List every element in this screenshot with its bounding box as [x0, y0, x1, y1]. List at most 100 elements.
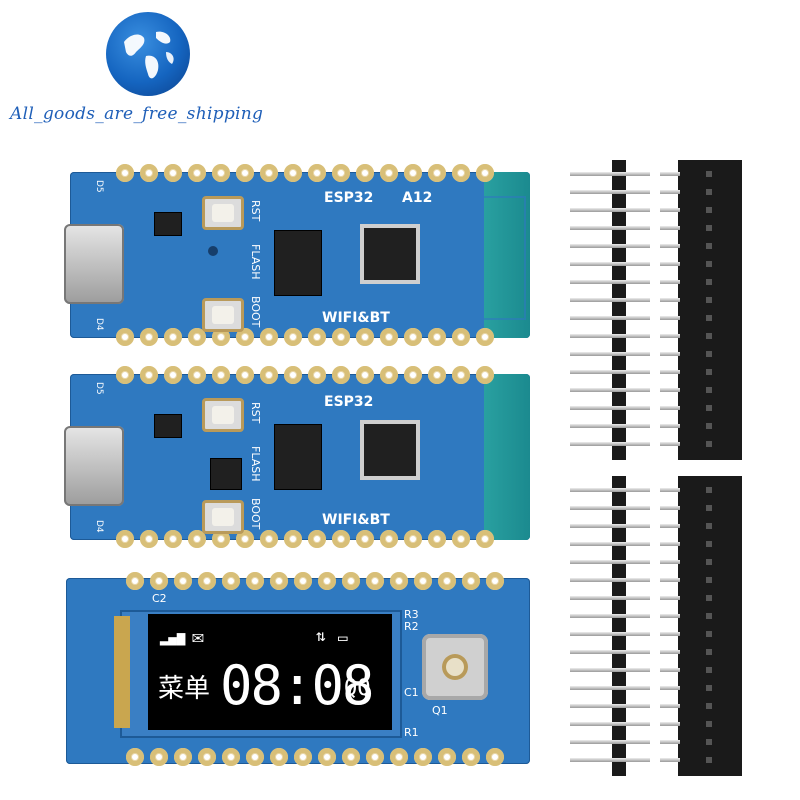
- pin-pad: [414, 748, 432, 766]
- pin-pad: [164, 530, 182, 548]
- pin-pad: [260, 366, 278, 384]
- pin-pad: [308, 328, 326, 346]
- pin-pad: [380, 530, 398, 548]
- pin-pad: [452, 366, 470, 384]
- battery-icon: ▭: [338, 628, 348, 647]
- pin-pad: [380, 328, 398, 346]
- pin-pad: [270, 748, 288, 766]
- header-pin: [570, 704, 650, 708]
- pin-pad: [332, 530, 350, 548]
- label-a12: A12: [402, 190, 433, 206]
- header-pin: [660, 578, 680, 582]
- esp32-board-middle: RST FLASH BOOT ESP32 WIFI&BT D5 D4: [64, 362, 530, 552]
- pin-pad: [116, 366, 134, 384]
- header-pin: [570, 506, 650, 510]
- header-pin: [660, 686, 680, 690]
- pin-pad: [236, 164, 254, 182]
- pin-pad: [356, 366, 374, 384]
- pin-pad: [342, 748, 360, 766]
- esp32-chip: [360, 224, 420, 284]
- header-pin: [660, 632, 680, 636]
- header-socket: [706, 369, 712, 375]
- header-pin: [660, 542, 680, 546]
- pin-pad: [188, 366, 206, 384]
- header-pin: [570, 190, 650, 194]
- header-socket: [706, 685, 712, 691]
- pin-pad: [356, 328, 374, 346]
- label-d5: D5: [94, 382, 104, 395]
- label-esp32: ESP32: [324, 394, 374, 410]
- header-pin: [660, 190, 680, 194]
- pin-pad: [294, 572, 312, 590]
- esp32-board-top: RST FLASH BOOT ESP32 A12 WIFI&BT D5 D4: [64, 160, 530, 350]
- signal-icon: ▂▄▆: [160, 630, 186, 646]
- label-boot: BOOT: [249, 498, 262, 530]
- header-socket: [706, 505, 712, 511]
- rst-button[interactable]: [202, 398, 244, 432]
- label-boot: BOOT: [249, 296, 262, 328]
- pin-pad: [140, 366, 158, 384]
- pin-pad: [140, 530, 158, 548]
- pin-pad: [222, 748, 240, 766]
- header-pin: [660, 334, 680, 338]
- header-pin: [570, 316, 650, 320]
- header-pin: [570, 298, 650, 302]
- pin-pad: [332, 366, 350, 384]
- flash-chip: [274, 424, 322, 490]
- header-pin: [570, 740, 650, 744]
- oled-qq: QQ: [344, 676, 371, 701]
- usb-c-port: [64, 426, 124, 506]
- joystick-switch[interactable]: [422, 634, 488, 700]
- header-socket: [706, 523, 712, 529]
- pin-pad: [222, 572, 240, 590]
- pin-pad: [270, 572, 288, 590]
- pin-pad: [140, 328, 158, 346]
- header-socket: [706, 721, 712, 727]
- header-pin: [660, 208, 680, 212]
- pin-pad: [462, 572, 480, 590]
- header-pin: [570, 668, 650, 672]
- header-socket: [706, 405, 712, 411]
- header-pin: [660, 614, 680, 618]
- pin-pad: [126, 572, 144, 590]
- regulator-chip: [154, 414, 182, 438]
- boot-button[interactable]: [202, 500, 244, 534]
- label-rst: RST: [249, 200, 262, 222]
- header-pin: [570, 280, 650, 284]
- pin-pad: [308, 530, 326, 548]
- header-pin: [660, 280, 680, 284]
- usb-serial-chip: [210, 458, 242, 490]
- joystick-knob[interactable]: [442, 654, 468, 680]
- header-socket: [706, 577, 712, 583]
- store-logo-text: All_goods_are_free_shipping: [10, 104, 264, 124]
- pin-pad: [428, 328, 446, 346]
- header-socket: [706, 541, 712, 547]
- globe-logo-icon: [106, 12, 190, 96]
- rst-button[interactable]: [202, 196, 244, 230]
- pin-pad: [260, 328, 278, 346]
- pin-pad: [116, 328, 134, 346]
- oled-screen: ▂▄▆ ✉ ⇅ ▭ 菜单 08:08 QQ: [148, 614, 392, 730]
- label-rst: RST: [249, 402, 262, 424]
- pin-pad: [212, 530, 230, 548]
- pin-pad: [332, 164, 350, 182]
- header-socket: [706, 171, 712, 177]
- pin-pad: [414, 572, 432, 590]
- pin-pad: [476, 164, 494, 182]
- pin-pad: [236, 328, 254, 346]
- label-d4: D4: [94, 318, 104, 331]
- header-pin: [570, 614, 650, 618]
- pin-pad: [404, 366, 422, 384]
- header-socket: [706, 243, 712, 249]
- antenna-trace: [484, 196, 526, 320]
- header-socket: [706, 225, 712, 231]
- pin-pad: [476, 530, 494, 548]
- header-pin: [660, 560, 680, 564]
- boot-button[interactable]: [202, 298, 244, 332]
- pin-pad: [438, 572, 456, 590]
- pin-pad: [452, 530, 470, 548]
- pin-pad: [174, 748, 192, 766]
- header-pin: [570, 388, 650, 392]
- pin-pad: [380, 366, 398, 384]
- pin-pad: [188, 328, 206, 346]
